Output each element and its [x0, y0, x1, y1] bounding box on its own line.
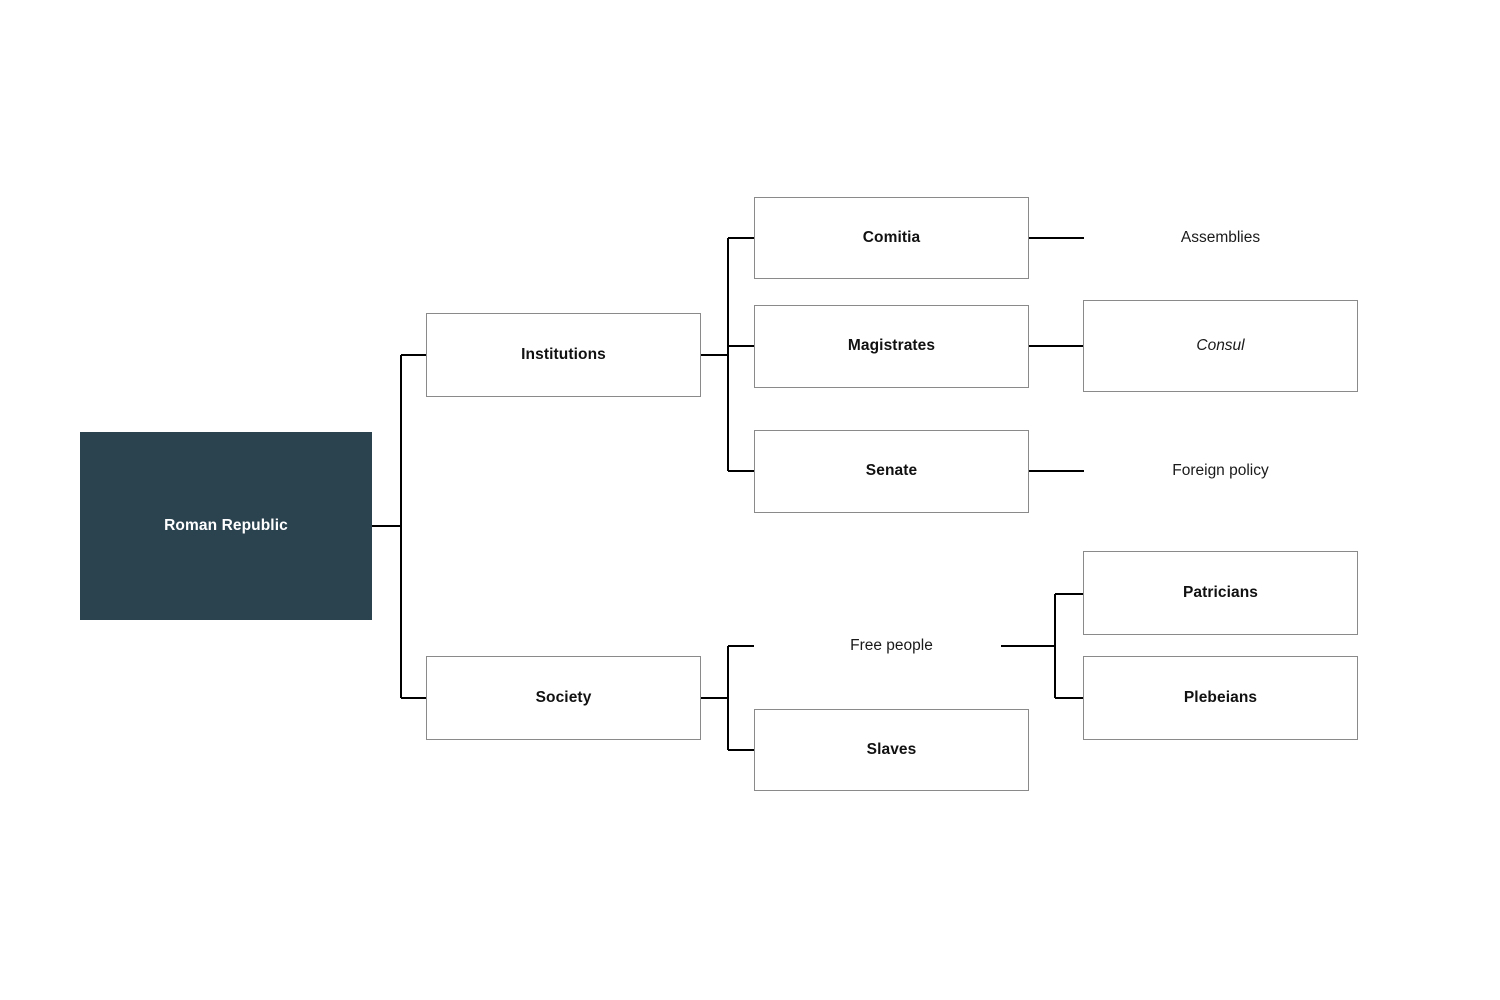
- node-patricians[interactable]: Patricians: [1083, 551, 1358, 635]
- node-label-roman-republic: Roman Republic: [164, 516, 288, 534]
- node-senate[interactable]: Senate: [754, 430, 1029, 513]
- node-free-people[interactable]: Free people: [754, 625, 1029, 667]
- node-label-foreign-policy: Foreign policy: [1172, 461, 1269, 479]
- node-label-assemblies: Assemblies: [1180, 228, 1261, 246]
- node-magistrates[interactable]: Magistrates: [754, 305, 1029, 388]
- node-label-patricians: Patricians: [1182, 583, 1259, 601]
- node-roman-republic[interactable]: Roman Republic: [80, 432, 372, 620]
- node-society[interactable]: Society: [426, 656, 701, 740]
- node-label-magistrates: Magistrates: [847, 337, 936, 355]
- node-label-free-people: Free people: [850, 636, 933, 654]
- node-assemblies[interactable]: Assemblies: [1083, 217, 1358, 259]
- node-foreign-policy[interactable]: Foreign policy: [1083, 450, 1358, 492]
- node-label-society: Society: [535, 688, 592, 706]
- node-label-plebeians: Plebeians: [1183, 688, 1258, 706]
- node-slaves[interactable]: Slaves: [754, 709, 1029, 791]
- node-plebeians[interactable]: Plebeians: [1083, 656, 1358, 740]
- node-consul[interactable]: Consul: [1083, 300, 1358, 392]
- node-label-consul: Consul: [1196, 336, 1245, 354]
- node-comitia[interactable]: Comitia: [754, 197, 1029, 279]
- node-label-senate: Senate: [865, 462, 918, 480]
- node-label-slaves: Slaves: [866, 740, 917, 758]
- node-label-institutions: Institutions: [521, 345, 606, 363]
- node-institutions[interactable]: Institutions: [426, 313, 701, 397]
- node-label-comitia: Comitia: [862, 228, 921, 246]
